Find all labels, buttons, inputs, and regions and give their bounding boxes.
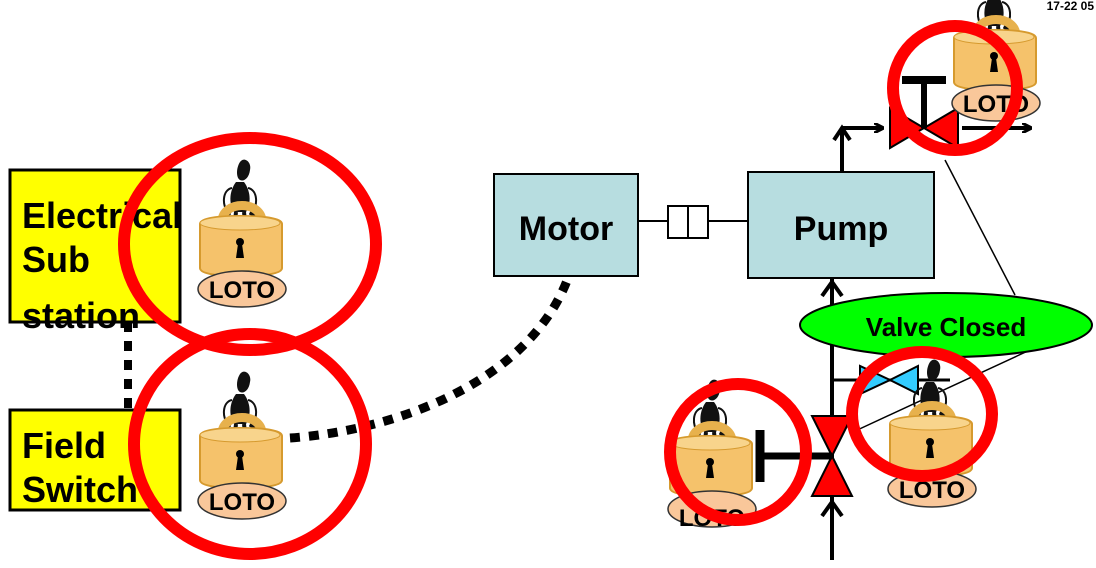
- loto-tag: LOTO: [899, 477, 965, 504]
- pump-box: Pump: [747, 171, 935, 279]
- lockout-device-substation: LOTO: [198, 160, 286, 307]
- field-motor-cable: [289, 276, 573, 443]
- valve-closed-callout: Valve Closed: [799, 292, 1093, 358]
- field-switch-label-line1: Field: [22, 425, 106, 466]
- corner-text: 17-22 05: [1047, 0, 1095, 13]
- lockout-device-bypass-valve: LOTO: [888, 360, 976, 507]
- lockout-circles: [118, 20, 1023, 560]
- motor-box: Motor: [493, 173, 639, 277]
- suction-valve: [755, 415, 854, 497]
- lockout-device-field-switch: LOTO: [198, 372, 286, 519]
- callout-lines: [852, 159, 1031, 433]
- lockout-device-discharge-valve: LOTO: [952, 0, 1040, 121]
- lockout-circle-substation: [118, 132, 382, 356]
- loto-tag: LOTO: [209, 277, 275, 304]
- loto-tag: LOTO: [209, 489, 275, 516]
- substation-label-line2: Sub: [22, 239, 90, 280]
- lockout-circle-bypass-valve: [846, 346, 998, 482]
- field-switch-label-line2: Switch: [22, 469, 138, 510]
- pump-label: Pump: [794, 210, 888, 248]
- motor-label: Motor: [519, 210, 613, 248]
- valve-closed-label: Valve Closed: [866, 312, 1026, 342]
- field-switch-box: Field Switch: [8, 408, 182, 512]
- lockout-circle-discharge-valve: [887, 20, 1023, 156]
- lockout-circle-field-switch: [128, 328, 372, 560]
- substation-label-line1: Electrical: [22, 195, 182, 236]
- lockout-circle-suction-valve: [664, 378, 812, 526]
- substation-box: Electrical Sub station: [8, 168, 182, 336]
- coupling: [638, 205, 748, 239]
- substation-label-line3: station: [22, 295, 140, 336]
